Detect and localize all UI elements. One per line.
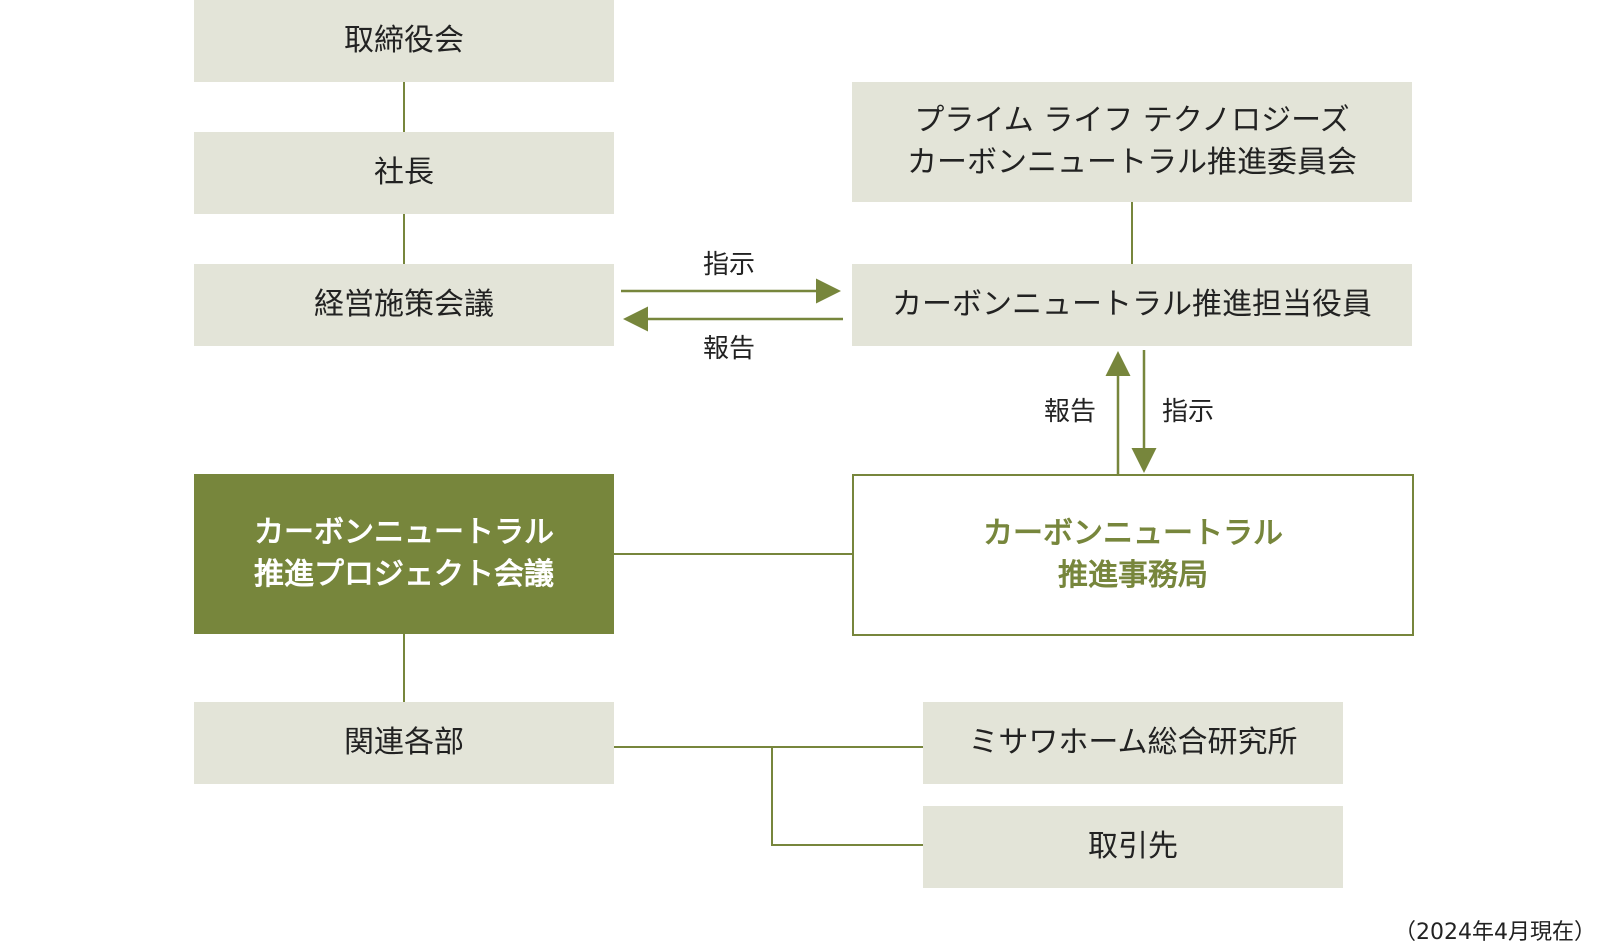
project-meeting-label-line2: 推進プロジェクト会議 <box>254 557 554 592</box>
related-departments-box: 関連各部 <box>194 702 614 784</box>
management-meeting-label: 経営施策会議 <box>314 287 494 322</box>
project-meeting-box: カーボンニュートラル 推進プロジェクト会議 <box>194 474 614 634</box>
board-box: 取締役会 <box>194 0 614 82</box>
instruction-label-right: 指示 <box>1162 397 1215 427</box>
date-note: （2024年4月現在） <box>1394 920 1596 945</box>
institute-box: ミサワホーム総合研究所 <box>923 702 1343 784</box>
president-box: 社長 <box>194 132 614 214</box>
committee-label-line1: プライム ライフ テクノロジーズ <box>914 103 1350 138</box>
related-departments-label: 関連各部 <box>344 725 464 760</box>
instruction-label-top: 指示 <box>703 250 756 280</box>
board-label: 取締役会 <box>344 23 464 58</box>
secretariat-box: カーボンニュートラル 推進事務局 <box>852 474 1414 636</box>
president-label: 社長 <box>374 155 434 190</box>
committee-label-line2: カーボンニュートラル推進委員会 <box>907 145 1357 180</box>
management-meeting-box: 経営施策会議 <box>194 264 614 346</box>
committee-box: プライム ライフ テクノロジーズ カーボンニュートラル推進委員会 <box>852 82 1412 202</box>
officer-label: カーボンニュートラル推進担当役員 <box>892 287 1372 322</box>
secretariat-label-line1: カーボンニュートラル <box>983 516 1283 551</box>
report-label-top: 報告 <box>703 334 756 364</box>
officer-box: カーボンニュートラル推進担当役員 <box>852 264 1412 346</box>
departments-suppliers-connector <box>771 747 923 846</box>
report-label-right: 報告 <box>1044 397 1097 427</box>
secretariat-label-line2: 推進事務局 <box>1058 558 1208 593</box>
project-meeting-label-line1: カーボンニュートラル <box>254 515 554 550</box>
suppliers-box: 取引先 <box>923 806 1343 888</box>
institute-label: ミサワホーム総合研究所 <box>968 725 1298 760</box>
suppliers-label: 取引先 <box>1088 829 1178 864</box>
